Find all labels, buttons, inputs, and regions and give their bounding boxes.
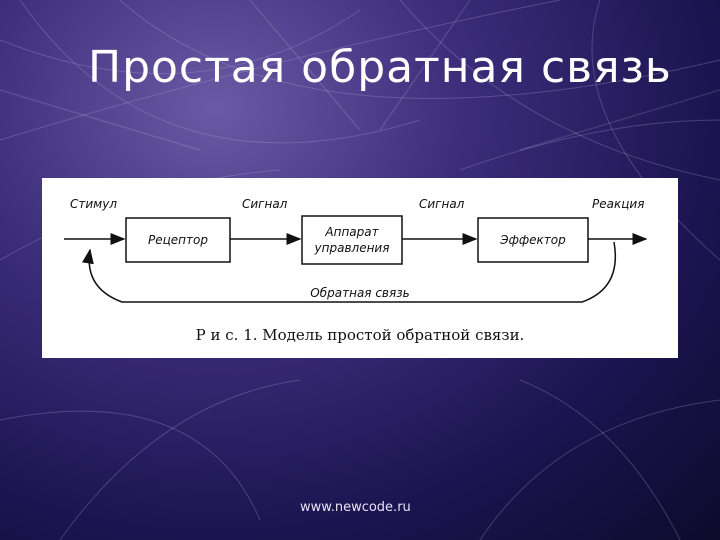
diagram-figure: Стимул Сигнал Сигнал Реакция Рецептор Ап… bbox=[42, 178, 678, 358]
box-control-label-1: Аппарат bbox=[324, 225, 379, 239]
label-feedback: Обратная связь bbox=[310, 286, 409, 300]
box-receptor-label: Рецептор bbox=[148, 233, 208, 247]
box-effector-label: Эффектор bbox=[499, 233, 566, 247]
label-signal-1: Сигнал bbox=[242, 197, 288, 211]
label-signal-2: Сигнал bbox=[419, 197, 465, 211]
slide-title: Простая обратная связь bbox=[88, 42, 672, 93]
box-effector bbox=[477, 217, 589, 263]
box-receptor bbox=[125, 217, 231, 263]
label-reaction: Реакция bbox=[592, 197, 644, 211]
arrow-feedback bbox=[81, 241, 617, 303]
box-control bbox=[301, 215, 403, 265]
feedback-diagram: Стимул Сигнал Сигнал Реакция Рецептор Ап… bbox=[64, 197, 648, 344]
label-stimulus: Стимул bbox=[70, 197, 117, 211]
footer-url: www.newcode.ru bbox=[300, 500, 411, 515]
box-control-label-2: управления bbox=[314, 241, 390, 255]
figure-caption: Р и с. 1. Модель простой обратной связи. bbox=[196, 326, 525, 344]
